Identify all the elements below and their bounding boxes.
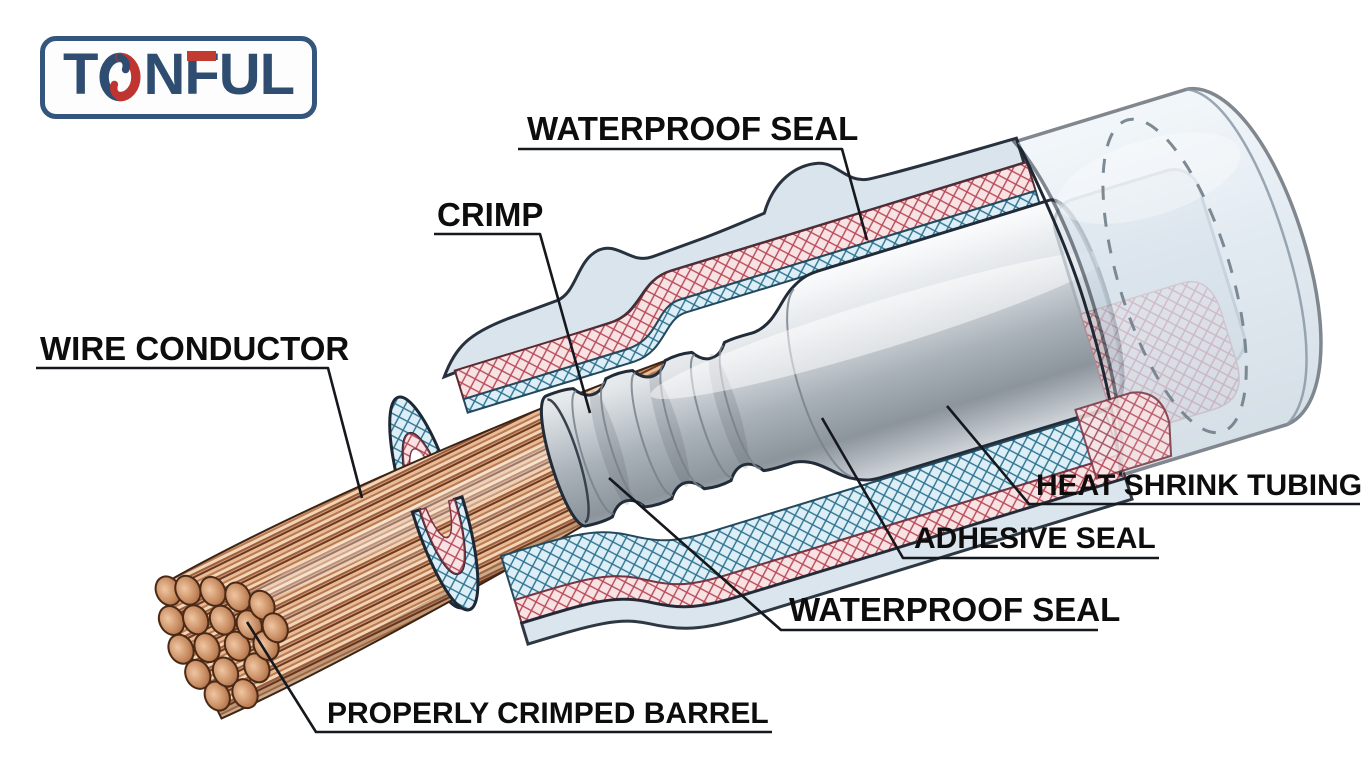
logo-swirl-o-icon: O (97, 43, 143, 108)
label-adhesive-seal: ADHESIVE SEAL (914, 522, 1156, 555)
logo-letter-n: N (143, 42, 185, 107)
leader-wire-conductor (36, 366, 364, 499)
logo-letter-f: F (184, 42, 219, 107)
label-waterproof-seal-bottom: WATERPROOF SEAL (789, 591, 1120, 628)
label-crimp: CRIMP (437, 196, 543, 233)
leader-waterproof-seal-bottom (608, 477, 1098, 632)
leader-properly-crimped-barrel (245, 621, 772, 734)
tube-hidden-rim-dashed (1101, 117, 1248, 435)
label-heat-shrink-tubing: HEAT SHRINK TUBING (1036, 469, 1362, 502)
label-properly-crimped-barrel: PROPERLY CRIMPED BARREL (327, 697, 769, 730)
logo-letter-t: T (63, 42, 98, 107)
adhesive-notch (1074, 391, 1173, 480)
leader-crimp (434, 232, 592, 414)
label-wire-conductor: WIRE CONDUCTOR (40, 330, 349, 367)
wire-strand-ends (154, 574, 289, 712)
labels: WATERPROOF SEAL CRIMP WIRE CONDUCTOR HEA… (40, 110, 1362, 730)
heat-shrink-far-wall (441, 136, 1026, 380)
connector-front-layers (410, 86, 1323, 646)
logo-letter-u: U (218, 42, 261, 107)
logo-letter-l: L (259, 42, 295, 107)
tubing-end-collar-front (410, 495, 480, 612)
leader-lines (36, 147, 1360, 734)
leader-adhesive-seal (820, 417, 1159, 560)
leader-waterproof-seal-top (518, 147, 869, 241)
tube-rim-shading (1186, 88, 1308, 426)
label-waterproof-seal-top: WATERPROOF SEAL (527, 110, 858, 147)
leader-heat-shrink-tubing (946, 405, 1360, 506)
